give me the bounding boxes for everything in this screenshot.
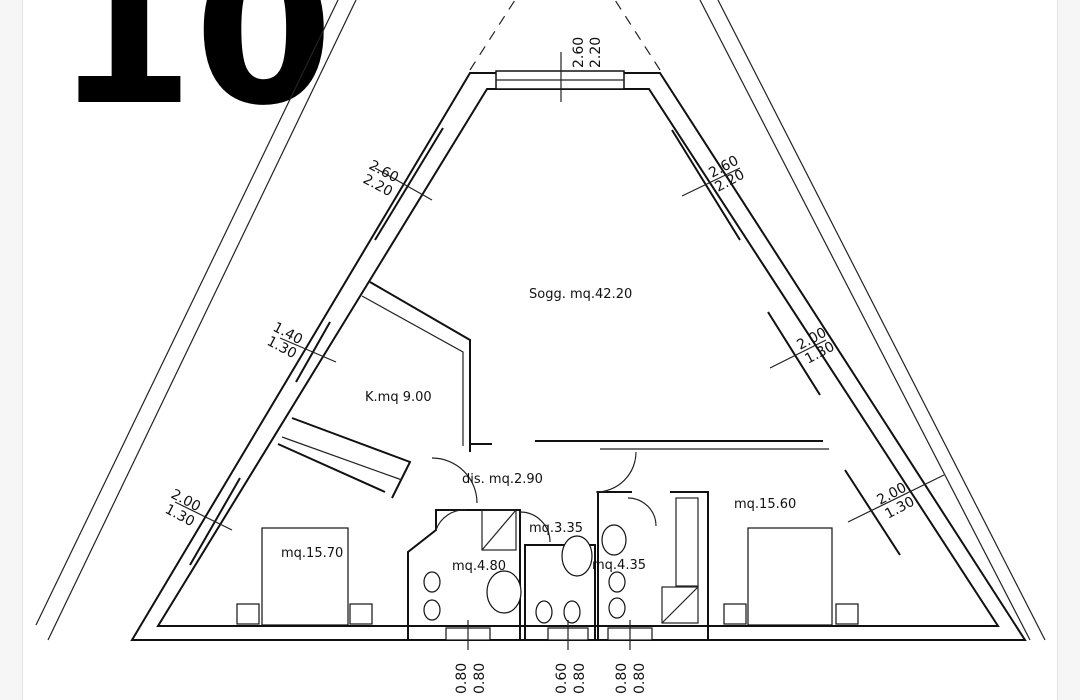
window-bottom-3-dim-b: 0.80: [632, 663, 648, 694]
window-bottom-3-dim-a: 0.80: [614, 663, 630, 694]
room-label-bath-left: mq.4.80: [452, 559, 506, 574]
window-top: 2.60 2.20: [495, 37, 625, 102]
room-label-bath-center: mq.3.35: [529, 521, 583, 536]
window-bottom-1-dim-a: 0.80: [454, 663, 470, 694]
bed-left: [236, 527, 373, 626]
right-margin: [1057, 0, 1080, 700]
window-bottom-2-dim-b: 0.80: [572, 663, 588, 694]
room-label-bedroom-right: mq.15.60: [734, 497, 796, 512]
room-label-soggiorno: Sogg. mq.42.20: [529, 287, 632, 302]
room-label-bedroom-left: mq.15.70: [281, 546, 343, 561]
window-bottom-1-dim-b: 0.80: [472, 663, 488, 694]
room-label-kitchen: K.mq 9.00: [365, 390, 432, 405]
bath-fixtures: [423, 524, 627, 624]
bed-right: [723, 527, 859, 626]
window-top-dim-b: 2.20: [588, 37, 604, 68]
room-label-bath-right: mq.4.35: [592, 558, 646, 573]
windows-bottom: 0.80 0.80 0.60 0.80 0.80 0.80: [445, 620, 653, 694]
outer-outline: [35, 0, 1046, 641]
windows-right: 2.60 2.20 2.00 1.30 2.00 1.30: [671, 129, 945, 556]
window-top-dim-a: 2.60: [571, 37, 587, 68]
room-labels: Sogg. mq.42.20 K.mq 9.00 dis. mq.2.90 mq…: [281, 287, 796, 574]
room-label-disimpegno: dis. mq.2.90: [462, 472, 543, 487]
plan-number: 10: [55, 0, 333, 150]
window-bottom-2-dim-a: 0.60: [554, 663, 570, 694]
interior-walls: [277, 281, 829, 640]
left-margin: [0, 0, 23, 700]
windows-left: 2.60 2.20 1.40 1.30 2.00 1.30: [162, 127, 444, 566]
